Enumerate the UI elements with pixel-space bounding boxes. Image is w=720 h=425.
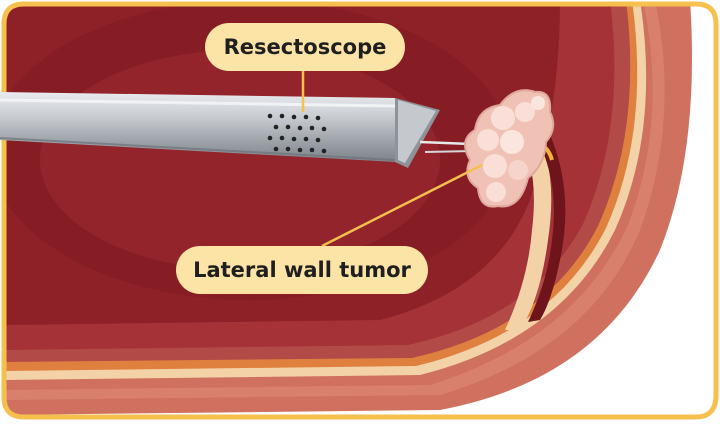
- wall-ridge: [505, 120, 552, 330]
- resection-area: [528, 130, 566, 322]
- tumor-label-text: Lateral wall tumor: [193, 258, 411, 282]
- resectoscope-label: Resectoscope: [205, 23, 405, 71]
- resectoscope-holes: [267, 113, 327, 154]
- bladder-cavity: [4, 4, 560, 325]
- tumor-label: Lateral wall tumor: [176, 246, 428, 294]
- tumor-leader: [321, 163, 483, 248]
- resectoscope-label-text: Resectoscope: [223, 35, 387, 59]
- tumor: [464, 89, 555, 208]
